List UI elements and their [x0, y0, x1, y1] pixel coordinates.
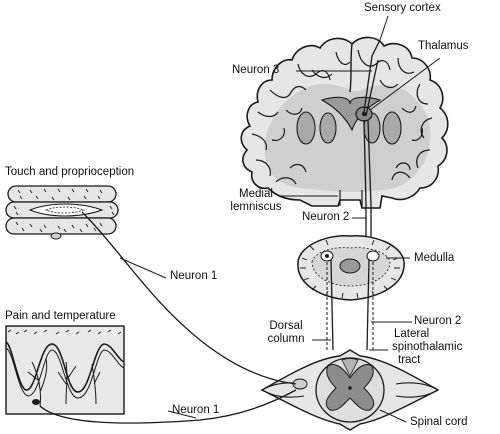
leader-spinal-cord: [379, 409, 407, 423]
label-dorsal-column-line1: Dorsal: [269, 320, 303, 332]
label-lateral-line3: tract: [398, 354, 421, 366]
label-lateral-line1: Lateral: [394, 328, 430, 340]
gyri-folds: [251, 49, 433, 185]
leader-neuron1-lower: [167, 410, 197, 419]
skin-section: [5, 325, 125, 415]
label-neuron1-upper: Neuron 1: [170, 270, 218, 282]
nerve-cell-body: [32, 399, 40, 405]
label-dorsal-column: Dorsal column: [258, 320, 314, 346]
spindle-coil: [44, 206, 86, 214]
label-lateral-spinothalamic-tract: Lateral spinothalamic tract: [392, 328, 462, 367]
central-canal: [348, 386, 352, 390]
neuron3-path-second: [365, 59, 379, 117]
medulla-section: [297, 235, 405, 301]
brainstem-upper: [339, 190, 363, 208]
label-sensory-cortex: Sensory cortex: [364, 2, 441, 14]
label-neuron2-upper: Neuron 2: [302, 211, 350, 223]
epidermis-ridge: [5, 341, 125, 393]
basal-ganglia-left-outer: [296, 111, 316, 145]
dorsal-column-region: [341, 358, 359, 377]
label-medial-lemniscus-line2: lemniscus: [230, 201, 282, 213]
label-pain-temperature: Pain and temperature: [5, 310, 116, 322]
thalamus-synapse: [361, 111, 367, 117]
muscle-fibers: [5, 185, 119, 240]
leader-neuron1-upper: [119, 257, 167, 279]
label-neuron2-lower: Neuron 2: [414, 315, 462, 327]
striations: [13, 188, 115, 233]
root-right: [395, 382, 439, 398]
neuron1-pain-fiber: [39, 389, 297, 424]
spinal-cord-section: [260, 349, 440, 431]
neuron1-touch-fiber: [81, 211, 297, 385]
longitudinal-fissure: [349, 43, 353, 93]
basal-ganglia-right-outer: [382, 111, 402, 145]
muscle-fiber-top: [7, 185, 117, 203]
label-touch-proprioception: Touch and proprioception: [5, 166, 135, 178]
leader-thalamus: [369, 57, 441, 111]
label-medial-lemniscus-line1: Medial: [239, 188, 273, 200]
medulla-central: [339, 258, 361, 274]
muscle-spindle: [28, 203, 104, 217]
label-dorsal-column-line2: column: [267, 333, 305, 345]
dermis-ridge: [5, 347, 125, 399]
medulla-nucleus-right: [366, 250, 380, 262]
free-nerve-endings: [27, 357, 101, 407]
medulla-synapse-dot: [325, 254, 329, 258]
neuron1-fibers: [39, 211, 297, 424]
label-neuron1-lower: Neuron 1: [172, 404, 220, 416]
label-thalamus: Thalamus: [418, 40, 469, 52]
label-medulla: Medulla: [414, 252, 455, 264]
pathway-lines: [363, 39, 381, 250]
leader-sensory-cortex: [379, 15, 389, 41]
label-medial-lemniscus: Medial lemniscus: [226, 188, 286, 214]
spindle-nucleus: [50, 232, 62, 240]
skin-surface-texture: [7, 329, 122, 335]
label-lateral-line2: spinothalamic: [392, 341, 463, 353]
leader-lines: [119, 15, 441, 423]
white-matter: [264, 83, 431, 192]
label-neuron3: Neuron 3: [232, 64, 280, 76]
muscle-fiber-bottom: [5, 217, 117, 235]
brain-coronal-section: [240, 36, 449, 209]
basal-ganglia-left-inner: [319, 112, 337, 144]
ascending-tracts: [330, 259, 370, 351]
neuron2-spinothalamic: [367, 119, 372, 250]
label-spinal-cord: Spinal cord: [410, 416, 468, 428]
neuron3-path: [363, 39, 381, 113]
neuron2-medial-lemniscus: [363, 119, 367, 250]
